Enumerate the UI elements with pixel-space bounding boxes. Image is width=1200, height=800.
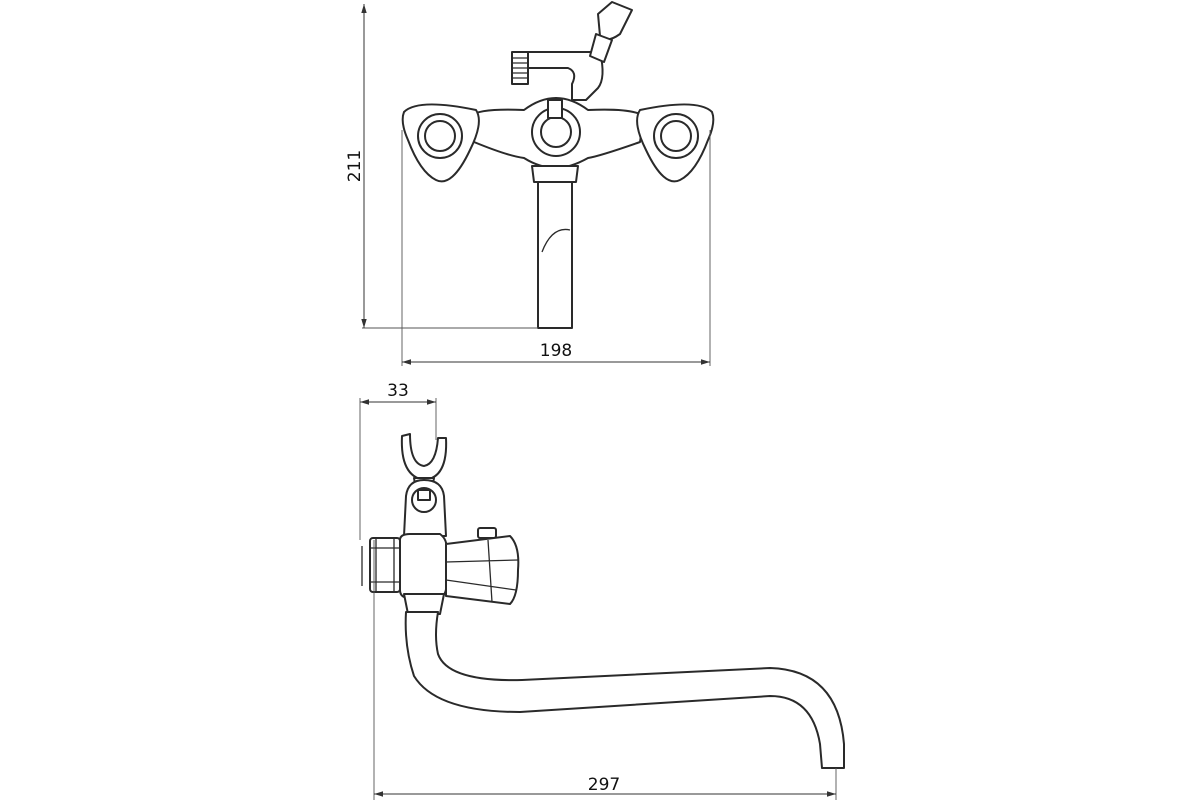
side-body [399,533,448,599]
side-view: 33 297 [359,381,845,800]
right-handle-cap [660,120,692,152]
front-view: 211 198 [345,1,715,366]
shower-holder-cup [597,1,633,41]
spout-length-dimension-label: 297 [588,775,620,795]
shower-holder-arm [527,51,604,101]
spout-pipe [537,181,573,329]
diverter-lever [547,99,563,119]
diverter-inner [540,116,572,148]
offset-dimension-label: 33 [387,381,409,401]
shower-holder-clip [400,433,448,481]
width-dimension-label: 198 [540,341,572,361]
height-dimension-label: 211 [345,150,365,182]
side-spout [404,611,845,769]
left-handle-cap [424,120,456,152]
side-body-lower [403,593,445,615]
shower-holder-neck [589,33,613,63]
side-handle [445,535,520,605]
spout-collar [531,165,579,183]
side-diverter-nub [417,489,431,501]
wall-nut [369,537,401,593]
side-top-stud [477,527,497,539]
